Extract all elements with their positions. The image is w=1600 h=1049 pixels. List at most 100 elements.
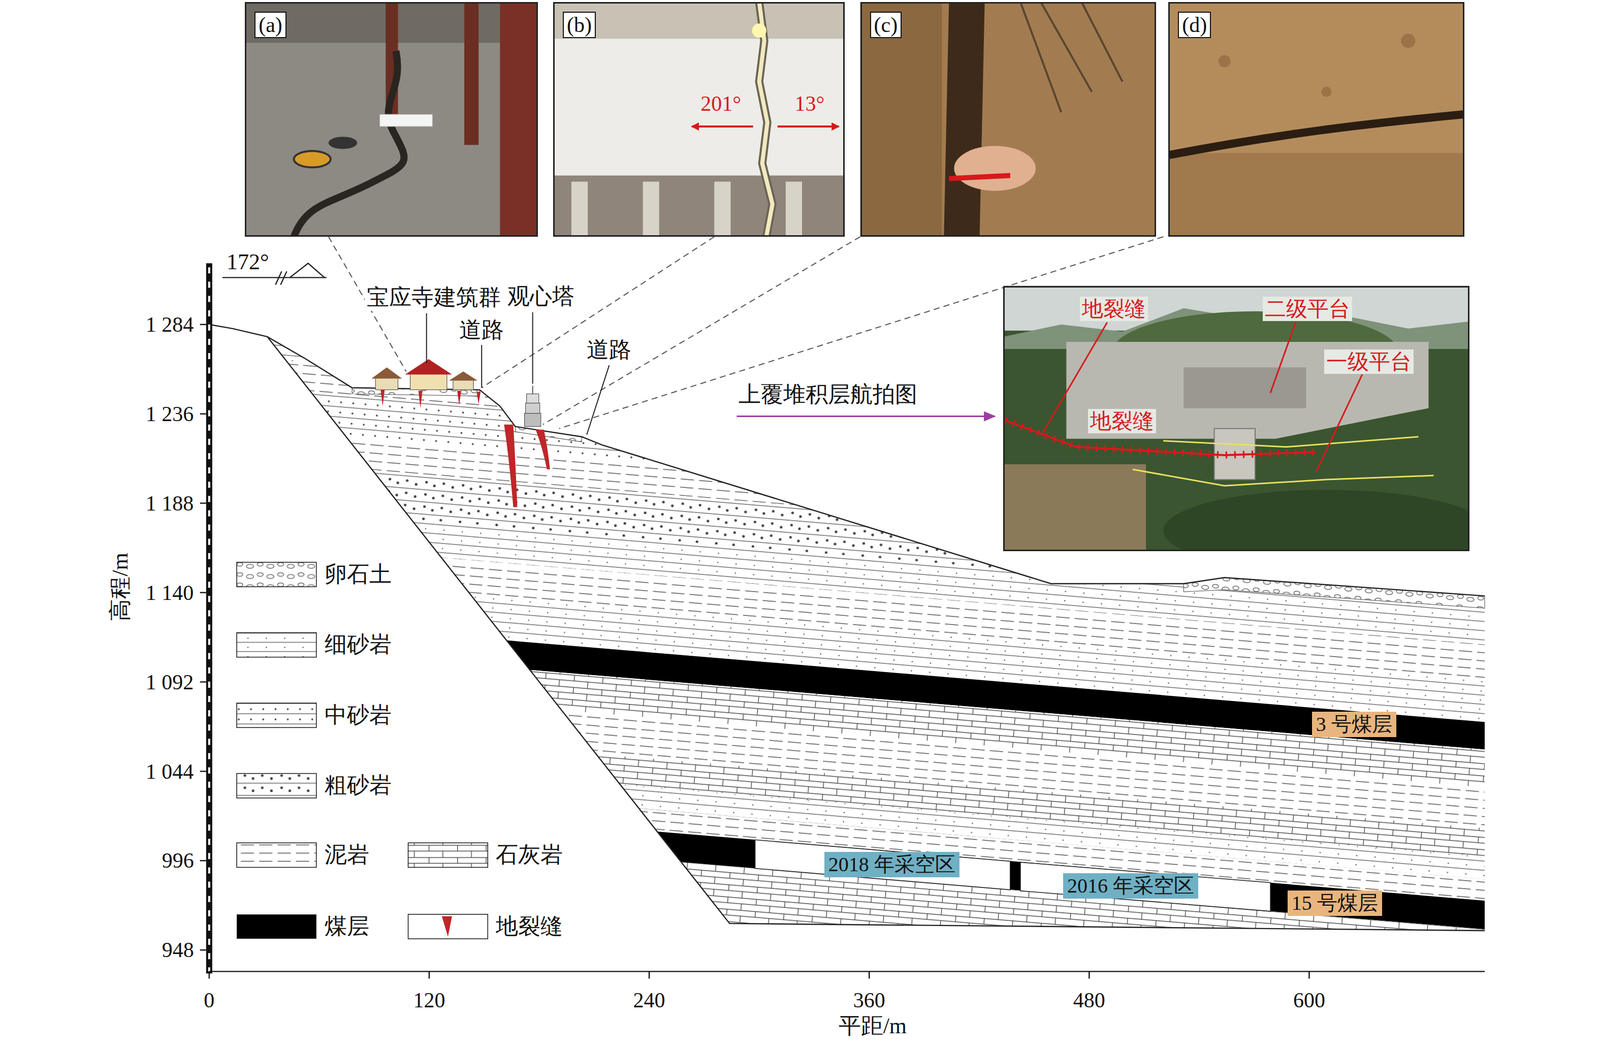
buildings (371, 359, 541, 427)
aerial-photo (1316, 374, 1363, 472)
photo-a (244, 2, 538, 237)
buildings (371, 367, 402, 379)
goaf (755, 839, 1271, 912)
tick-label: 1 092 (145, 669, 195, 695)
ground-fissures (380, 389, 385, 406)
photo-d (1168, 2, 1465, 237)
compass-symbol (275, 271, 282, 285)
buildings (405, 359, 453, 375)
legend-label: 石灰岩 (495, 842, 563, 869)
axes (200, 502, 207, 504)
aerial-photo (1183, 367, 1306, 408)
panel-letter: (b) (562, 11, 596, 39)
photo-b (553, 2, 846, 39)
buildings (453, 379, 474, 390)
photo-d (1168, 152, 1465, 237)
photo-c (953, 145, 1036, 191)
axes (1088, 971, 1090, 979)
tick-label: 1 284 (145, 312, 195, 337)
photo-a (379, 114, 433, 127)
photo-a (499, 2, 538, 237)
axis-title: 平距/m (838, 1013, 907, 1040)
photo-b (777, 125, 840, 128)
photo-annotation: 地裂缝 (1088, 408, 1157, 434)
legend-swatches (236, 562, 317, 587)
photo-c (943, 2, 985, 237)
legend-swatches (236, 773, 317, 798)
ground-fissures (476, 391, 481, 404)
legend-label: 地裂缝 (495, 913, 563, 940)
site-label: 宝应寺建筑群 (364, 284, 503, 311)
ground-fissures (503, 424, 518, 508)
aerial-photo (1066, 341, 1429, 439)
seam-label-box: 2018 年采空区 (824, 851, 960, 878)
tick-label: 1 188 (145, 491, 195, 516)
photo-annotation: 二级平台 (1262, 296, 1353, 322)
axis-title: 高程/m (107, 552, 134, 621)
axes (208, 267, 211, 972)
photo-panel: (b)201°13° (553, 2, 846, 237)
goaf (1020, 861, 1271, 911)
buildings (532, 385, 534, 394)
buildings (449, 371, 478, 381)
photo-b (571, 181, 588, 237)
site-label: 道路 (457, 317, 506, 344)
photo-d (1321, 86, 1332, 98)
label-leaders (426, 313, 428, 364)
seam-label: 3 号煤层 (1316, 712, 1393, 736)
buildings (410, 372, 447, 390)
compass-symbol (280, 271, 287, 285)
tick-label: 1 140 (145, 580, 195, 605)
aerial-photo (1132, 469, 1434, 486)
aerial-photo (1163, 436, 1419, 447)
axes (428, 971, 430, 979)
axes (200, 949, 207, 951)
axes (868, 971, 870, 979)
tick-label: 948 (162, 937, 195, 963)
photo-d (1400, 33, 1416, 48)
pointer-arrow (736, 415, 995, 418)
legend-swatches (408, 914, 489, 939)
seam-label-box: 3 号煤层 (1312, 711, 1397, 738)
tick-label: 480 (1073, 987, 1106, 1013)
legend-label: 细砂岩 (324, 631, 392, 658)
aerial-inset: 地裂缝二级平台一级平台地裂缝 (1003, 285, 1470, 552)
photo-annotation: 地裂缝 (1079, 296, 1148, 322)
aerial-photo (1005, 420, 1317, 456)
ground-fissures (535, 429, 551, 470)
tick-label: 360 (853, 987, 886, 1013)
photo-annotation: 一级平台 (1324, 349, 1414, 374)
rock-layers (254, 753, 1490, 880)
label-leaders (586, 365, 610, 435)
legend-label: 卵石土 (324, 561, 392, 588)
axes (200, 263, 1485, 979)
buildings (525, 402, 540, 413)
axes (200, 770, 207, 772)
photo-c (948, 175, 1011, 179)
axes (200, 859, 207, 861)
photo-d (1218, 54, 1231, 68)
goaf (755, 839, 1011, 890)
cover-layer (515, 426, 583, 442)
section-outline (209, 324, 1485, 931)
photo-panel: (c) (860, 2, 1157, 237)
aerial-photo (1163, 489, 1470, 552)
tick-label: 240 (633, 987, 666, 1013)
legend-swatch (236, 914, 317, 939)
axes (200, 681, 207, 683)
label-leaders (532, 312, 534, 384)
compass-symbol (290, 263, 325, 278)
legend-label: 煤层 (324, 913, 370, 940)
ground-fissures (380, 389, 550, 507)
aerial-photo (1270, 321, 1296, 394)
axes (1308, 971, 1310, 979)
label-leaders (426, 312, 610, 435)
legend-swatches (441, 916, 453, 937)
axes (200, 591, 207, 593)
photo-b (643, 181, 660, 237)
site-label: 观心塔 (505, 283, 577, 310)
photo-annotation: 201° (700, 91, 742, 116)
panel-letter: (d) (1177, 11, 1211, 39)
legend-swatches (408, 842, 489, 868)
